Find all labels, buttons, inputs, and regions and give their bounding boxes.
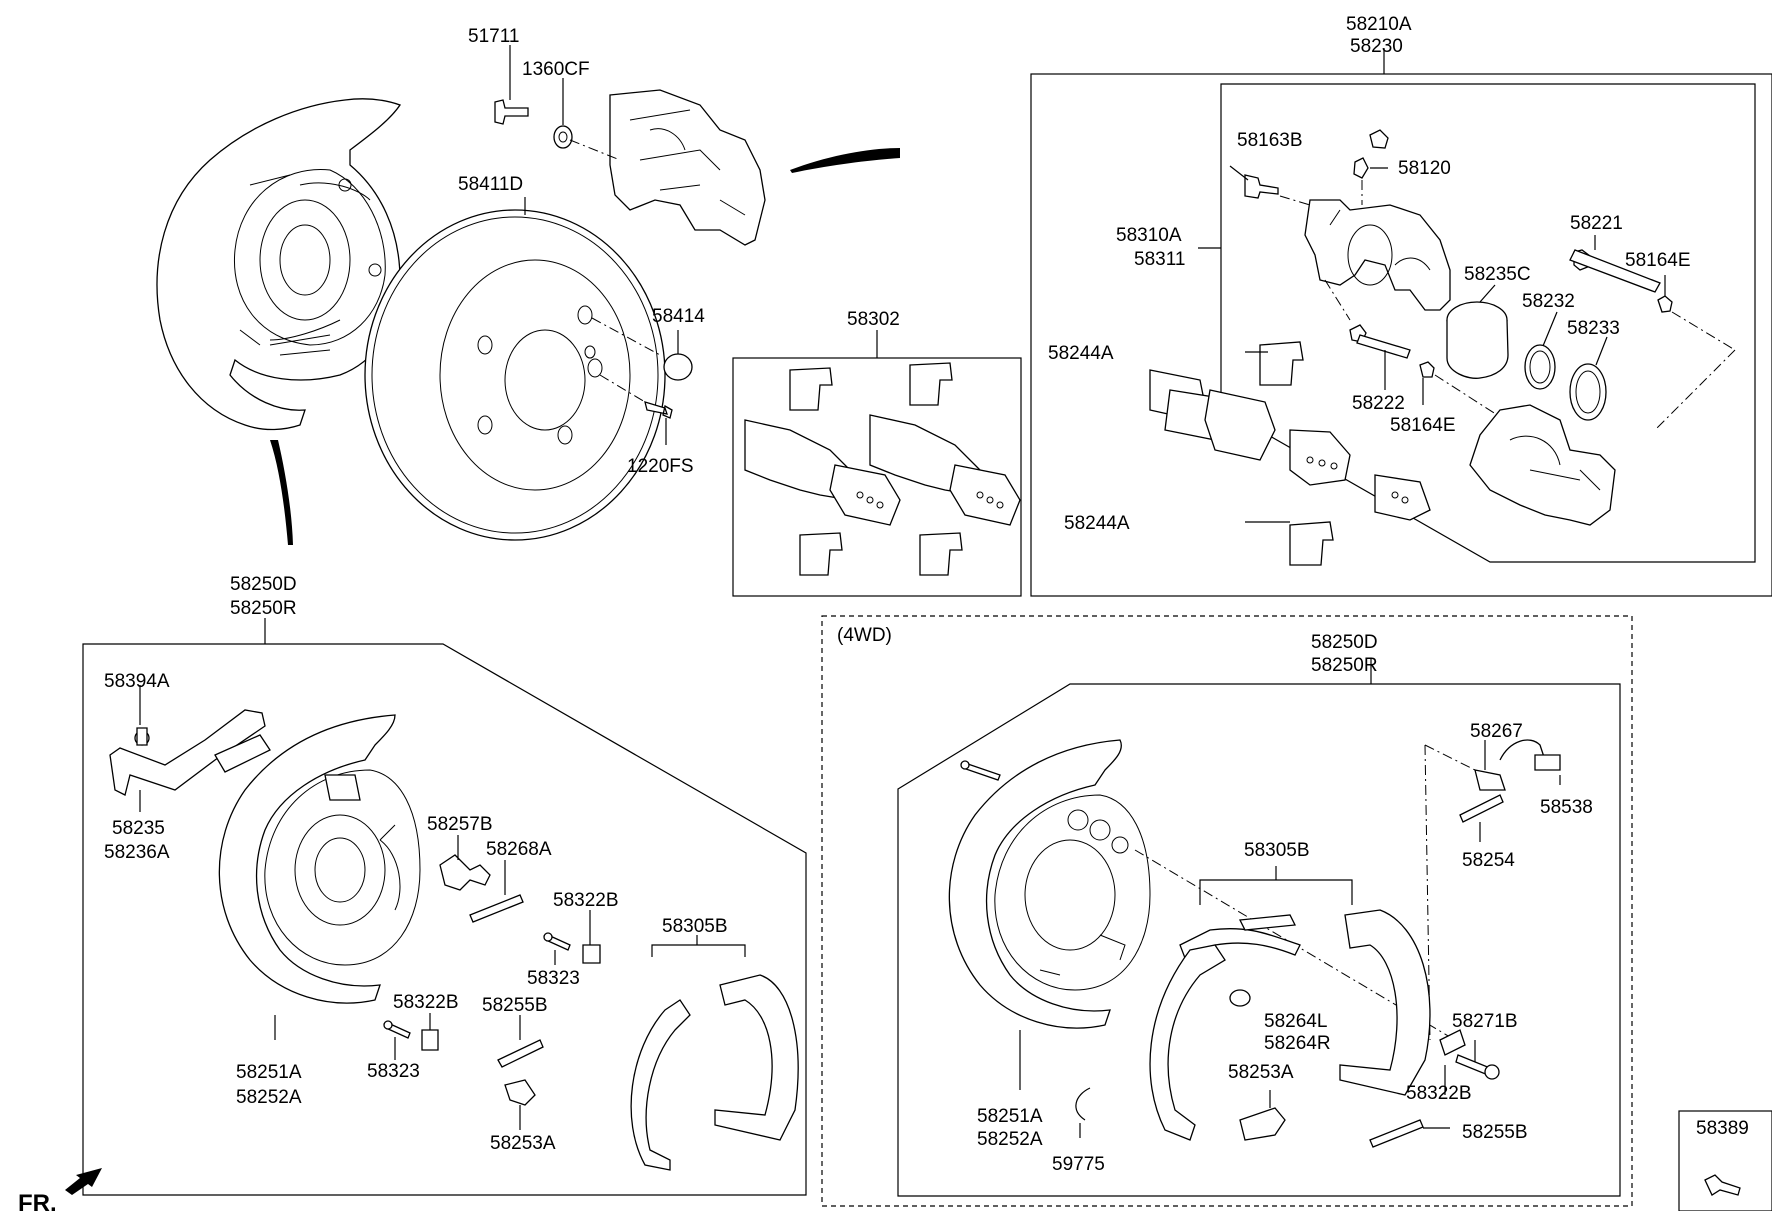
label-58221: 58221 bbox=[1570, 213, 1623, 234]
label-58244A-a: 58244A bbox=[1048, 343, 1114, 364]
label-58252A-b: 58252A bbox=[977, 1129, 1043, 1150]
label-58389: 58389 bbox=[1696, 1118, 1749, 1139]
label-58164E-b: 58164E bbox=[1390, 415, 1456, 436]
label-58250R-b: 58250R bbox=[1311, 655, 1378, 676]
label-FR: FR. bbox=[18, 1190, 57, 1211]
label-1360CF: 1360CF bbox=[522, 59, 590, 80]
label-58538: 58538 bbox=[1540, 797, 1593, 818]
label-58271B: 58271B bbox=[1452, 1011, 1518, 1032]
label-58302: 58302 bbox=[847, 309, 900, 330]
label-58305B-b: 58305B bbox=[1244, 840, 1310, 861]
label-58236A: 58236A bbox=[104, 842, 170, 863]
label-58322B-b: 58322B bbox=[393, 992, 459, 1013]
label-58244A-b: 58244A bbox=[1064, 513, 1130, 534]
disc-rotor bbox=[364, 197, 693, 541]
caliper-top bbox=[494, 45, 900, 246]
label-58254: 58254 bbox=[1462, 850, 1515, 871]
label-58414: 58414 bbox=[652, 306, 705, 327]
parking-brake-kit-2wd bbox=[82, 618, 807, 1196]
label-58251A-b: 58251A bbox=[977, 1106, 1043, 1127]
label-58233: 58233 bbox=[1567, 318, 1620, 339]
part-labels: 51711 1360CF 58411D 58414 1220FS 58302 5… bbox=[18, 14, 1749, 1216]
label-58250D-a: 58250D bbox=[230, 574, 297, 595]
label-58322B-a: 58322B bbox=[553, 890, 619, 911]
label-4WD: (4WD) bbox=[837, 625, 892, 646]
pad-kit-58302 bbox=[732, 330, 1022, 597]
label-58163B: 58163B bbox=[1237, 130, 1303, 151]
label-58235C: 58235C bbox=[1464, 264, 1531, 285]
label-58235: 58235 bbox=[112, 818, 165, 839]
label-58394A: 58394A bbox=[104, 671, 170, 692]
label-58322B-c: 58322B bbox=[1406, 1083, 1472, 1104]
label-58250R-a: 58250R bbox=[230, 598, 297, 619]
label-59775: 59775 bbox=[1052, 1154, 1105, 1175]
label-58257B: 58257B bbox=[427, 814, 493, 835]
label-58310A: 58310A bbox=[1116, 225, 1182, 246]
label-51711: 51711 bbox=[468, 26, 519, 47]
label-58230: 58230 bbox=[1350, 36, 1403, 57]
label-58255B-a: 58255B bbox=[482, 995, 548, 1016]
label-58255B-b: 58255B bbox=[1462, 1122, 1528, 1143]
label-58267: 58267 bbox=[1470, 721, 1523, 742]
label-58222: 58222 bbox=[1352, 393, 1405, 414]
caliper-assembly-58210A bbox=[1030, 48, 1772, 597]
label-58323-a: 58323 bbox=[527, 968, 580, 989]
label-58120: 58120 bbox=[1398, 158, 1451, 179]
label-58232: 58232 bbox=[1522, 291, 1575, 312]
label-58253A-b: 58253A bbox=[1228, 1062, 1294, 1083]
label-58311: 58311 bbox=[1134, 249, 1185, 270]
parking-brake-kit-4wd bbox=[821, 615, 1772, 1212]
label-58264R: 58264R bbox=[1264, 1033, 1331, 1054]
label-58252A-a: 58252A bbox=[236, 1087, 302, 1108]
label-58210A: 58210A bbox=[1346, 14, 1412, 35]
label-58253A-a: 58253A bbox=[490, 1133, 556, 1154]
label-58268A: 58268A bbox=[486, 839, 552, 860]
label-58323-b: 58323 bbox=[367, 1061, 420, 1082]
label-58251A-a: 58251A bbox=[236, 1062, 302, 1083]
label-58264L: 58264L bbox=[1264, 1011, 1327, 1032]
label-58164E-a: 58164E bbox=[1625, 250, 1691, 271]
front-direction-arrow bbox=[65, 1168, 102, 1195]
label-58305B-a: 58305B bbox=[662, 916, 728, 937]
backing-plate-assembly-top bbox=[156, 98, 402, 545]
label-1220FS: 1220FS bbox=[627, 456, 694, 477]
label-58250D-b: 58250D bbox=[1311, 632, 1378, 653]
label-58411D: 58411D bbox=[458, 174, 523, 195]
